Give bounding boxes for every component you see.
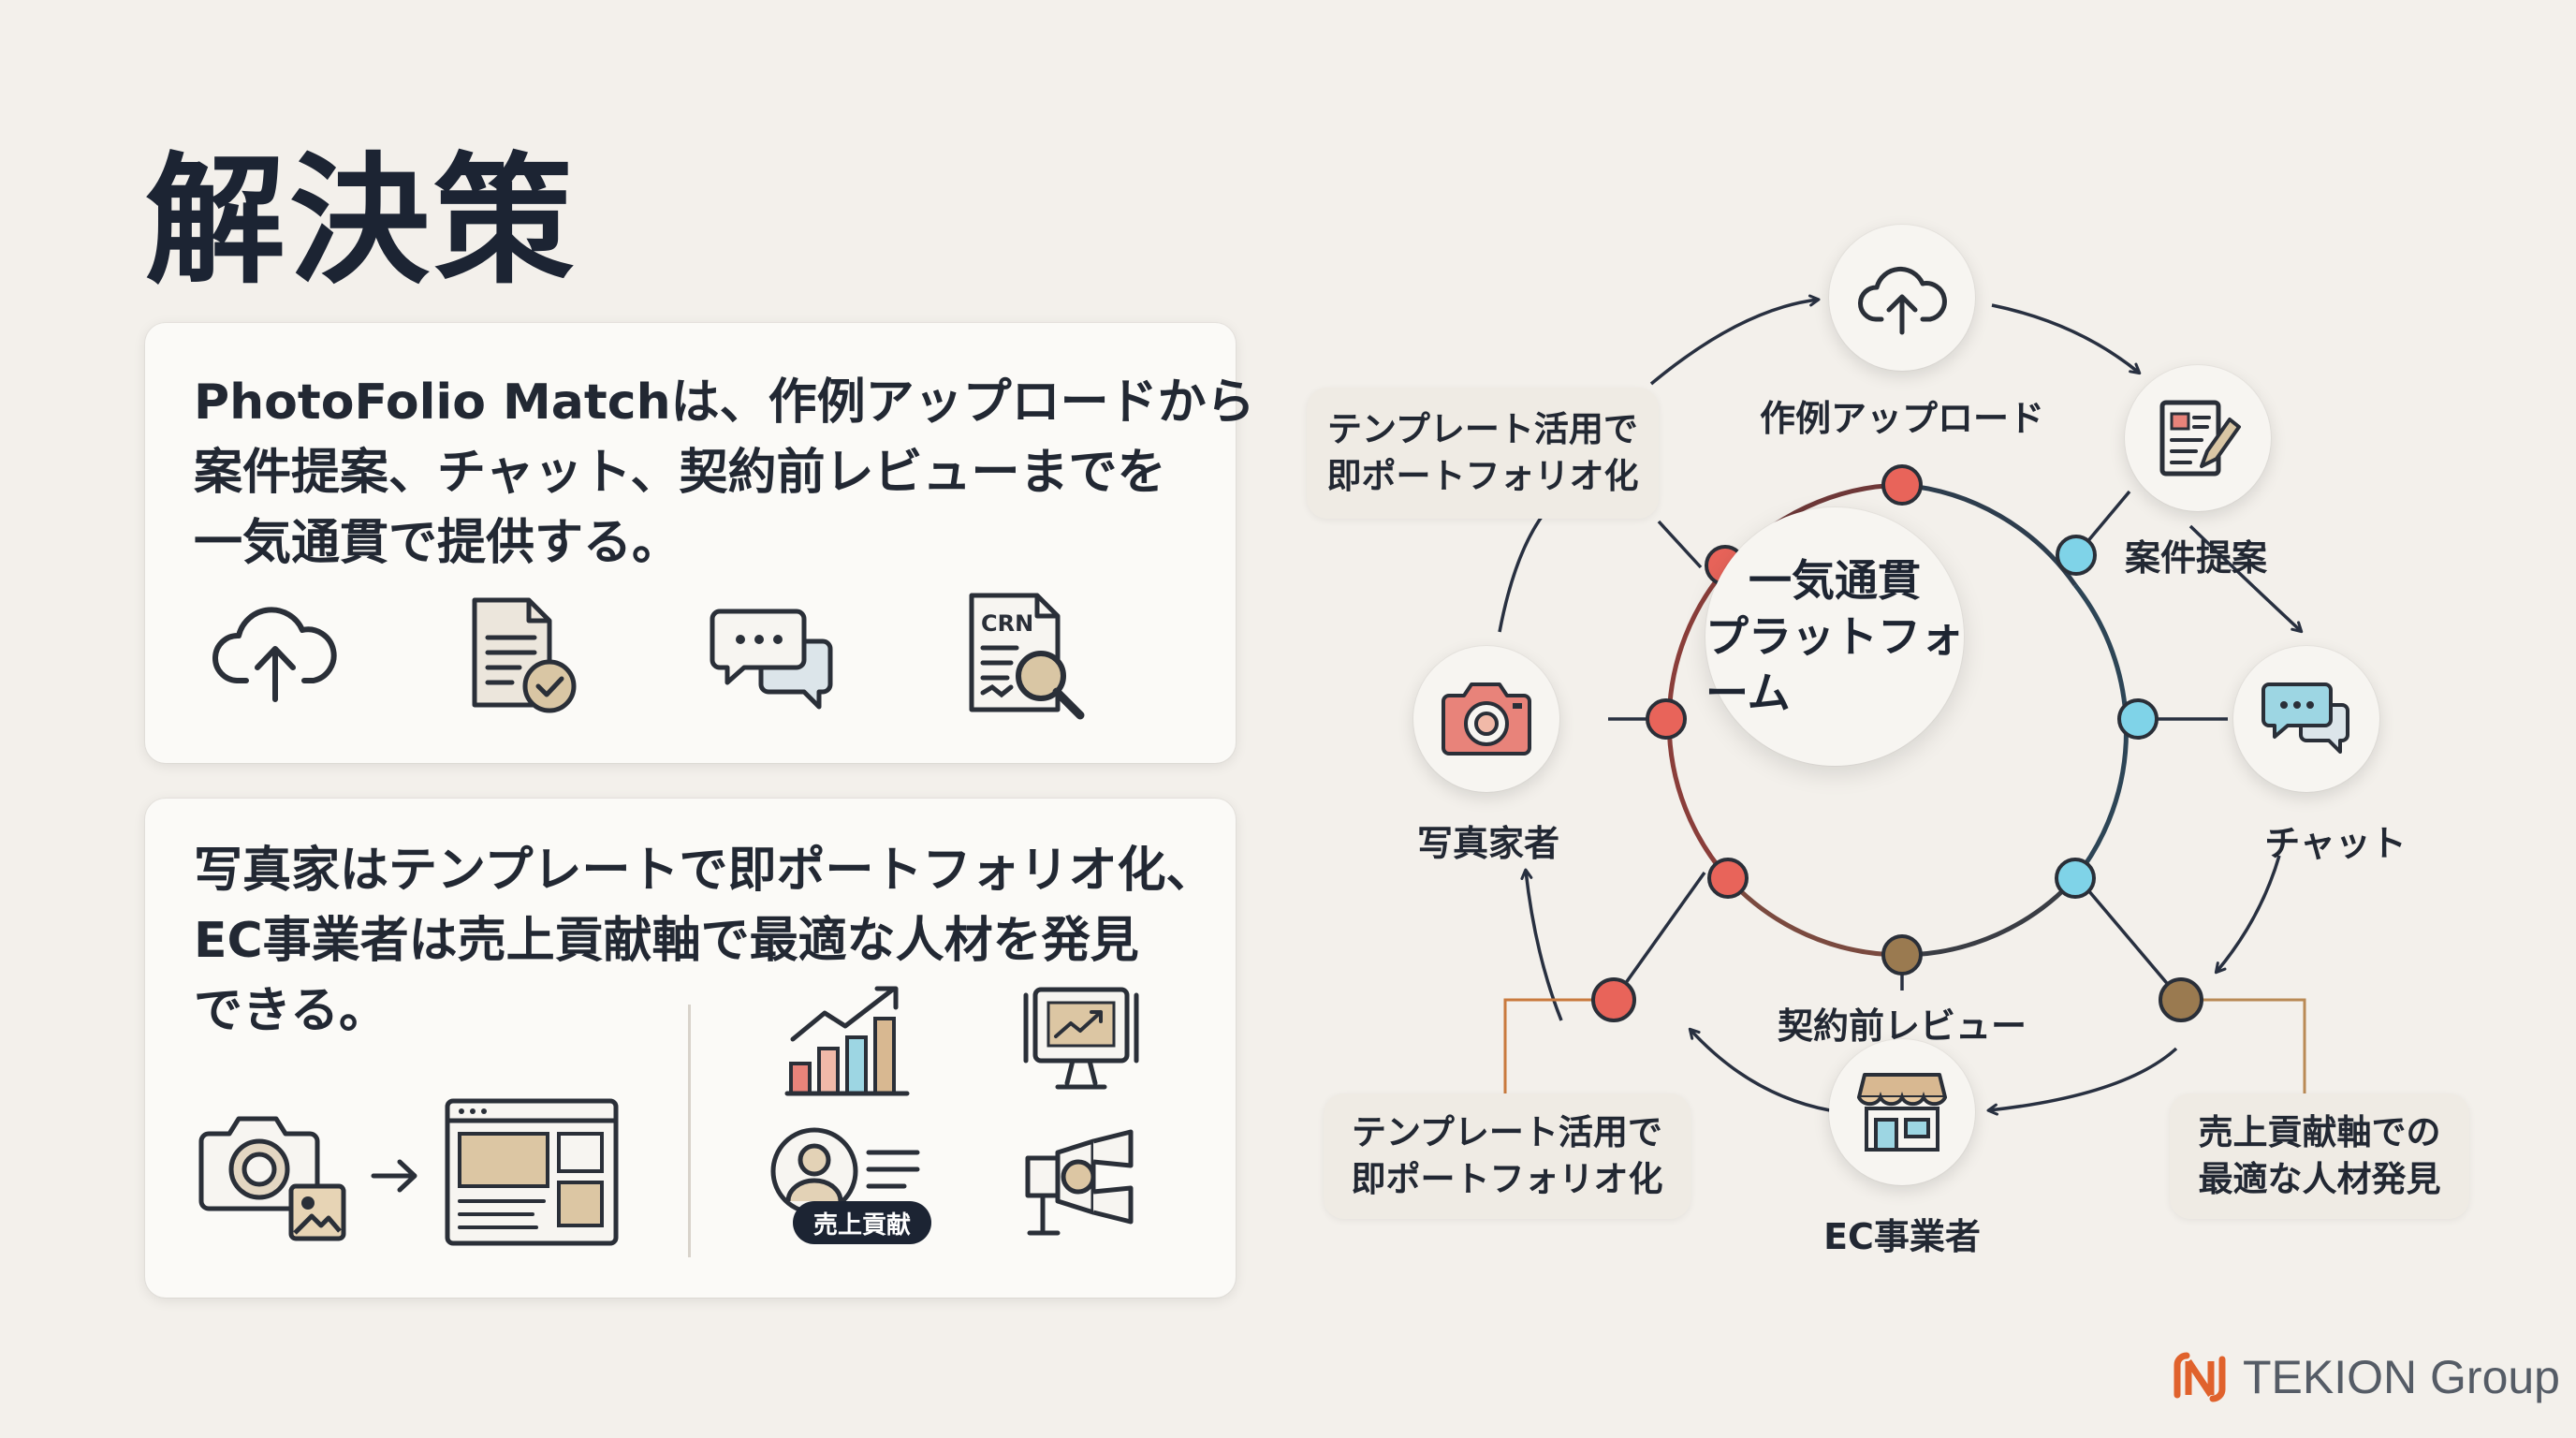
node-ec: [1829, 1039, 1975, 1185]
bar-chart-growth-icon: [784, 986, 910, 1096]
card2-line: EC事業者は売上貢献軸で最適な人材を発見: [194, 913, 1139, 969]
dot-photographer-lower: [1707, 858, 1749, 899]
solution-card-platform: PhotoFolio Matchは、作例アップロードから 案件提案、チャット、契…: [145, 323, 1255, 763]
card2-text: 写真家はテンプレートで即ポートフォリオ化、 EC事業者は売上貢献軸で最適な人材を…: [194, 836, 1214, 1047]
connector-ec-chip: [2181, 998, 2306, 1093]
crn-label: CRN: [981, 610, 1033, 637]
platform-hub: 一気通貫 プラットフォーム: [1705, 507, 1964, 766]
page-title: 解決策: [145, 140, 578, 303]
dot-ec-chip: [2159, 977, 2203, 1022]
sales-contribution-badge: 売上貢献: [793, 1201, 931, 1244]
chip-line: 即ポートフォリオ化: [1326, 456, 1639, 496]
node-upload: [1829, 225, 1975, 371]
node-chat: [2233, 646, 2379, 792]
label-photographer: 写真家者: [1416, 823, 1560, 864]
card2-line: できる。: [194, 983, 388, 1039]
dot-review: [1881, 934, 1923, 976]
chat-icon: [2261, 682, 2349, 754]
chip-line: 最適な人材発見: [2198, 1159, 2441, 1199]
hub-line: プラットフォーム: [1705, 611, 1964, 718]
dot-proposal: [2056, 535, 2097, 576]
chip-template-bottom: テンプレート活用で 即ポートフォリオ化: [1324, 1093, 1690, 1219]
portfolio-layout-icon: [445, 1098, 619, 1246]
label-upload: 作例アップロード: [1759, 398, 2045, 439]
card2-line: 写真家はテンプレートで即ポートフォリオ化、: [194, 843, 1215, 899]
dot-photographer: [1646, 698, 1687, 740]
card1-line: PhotoFolio Matchは、作例アップロードから: [194, 374, 1255, 431]
label-chat: チャット: [2264, 823, 2407, 864]
node-proposal: [2125, 365, 2271, 511]
monitor-chart-icon: [1023, 987, 1139, 1090]
card2-divider: [688, 1005, 691, 1257]
ring-dots: [1591, 464, 2203, 1022]
card1-text: PhotoFolio Matchは、作例アップロードから 案件提案、チャット、契…: [194, 368, 1255, 579]
node-photographer: [1413, 646, 1559, 792]
tekion-logo-icon: [2174, 1352, 2226, 1402]
cloud-upload-icon: [212, 607, 337, 702]
arrow-right-icon: [371, 1159, 417, 1193]
platform-diagram: 一気通貫 プラットフォーム 作例アップロード 案件提案 チャット: [1254, 206, 2565, 1311]
card1-line: 案件提案、チャット、契約前レビューまでを: [194, 445, 1166, 501]
logo-text: TEKION Group: [2243, 1351, 2560, 1403]
label-ec: EC事業者: [1823, 1216, 1981, 1257]
camera-photo-icon: [198, 1116, 346, 1241]
crn-search-icon: CRN: [969, 593, 1085, 720]
chat-icon: [710, 609, 833, 710]
label-review: 契約前レビュー: [1777, 1005, 2027, 1047]
chip-line: 売上貢献軸での: [2198, 1112, 2441, 1152]
chip-template-top: テンプレート活用で 即ポートフォリオ化: [1307, 388, 1659, 519]
label-proposal: 案件提案: [2124, 537, 2268, 579]
chip-line: テンプレート活用で: [1327, 409, 1638, 449]
chip-line: 即ポートフォリオ化: [1351, 1159, 1663, 1199]
connector-photographer-chip: [1503, 998, 1614, 1093]
hub-line: 一気通貫: [1749, 555, 1921, 606]
cloud-upload-icon: [1858, 267, 1947, 335]
profile-icon: [770, 1127, 920, 1215]
chip-line: テンプレート活用で: [1352, 1112, 1662, 1152]
card1-line: 一気通貫で提供する。: [194, 515, 681, 571]
dot-chat: [2117, 698, 2159, 740]
chip-sales-axis: 売上貢献軸での 最適な人材発見: [2170, 1093, 2469, 1219]
dot-chat-lower: [2055, 858, 2096, 899]
proposal-edit-icon: [2159, 400, 2241, 477]
storefront-icon: [1857, 1073, 1947, 1152]
document-check-icon: [472, 597, 577, 713]
solution-card-benefits: 写真家はテンプレートで即ポートフォリオ化、 EC事業者は売上貢献軸で最適な人材を…: [145, 799, 1236, 1298]
camera-icon: [1442, 682, 1531, 756]
dot-photographer-chip: [1591, 977, 1636, 1022]
dot-upload: [1881, 464, 1923, 506]
studio-light-icon: [1025, 1129, 1134, 1236]
company-logo: TEKION Group: [2170, 1348, 2560, 1406]
